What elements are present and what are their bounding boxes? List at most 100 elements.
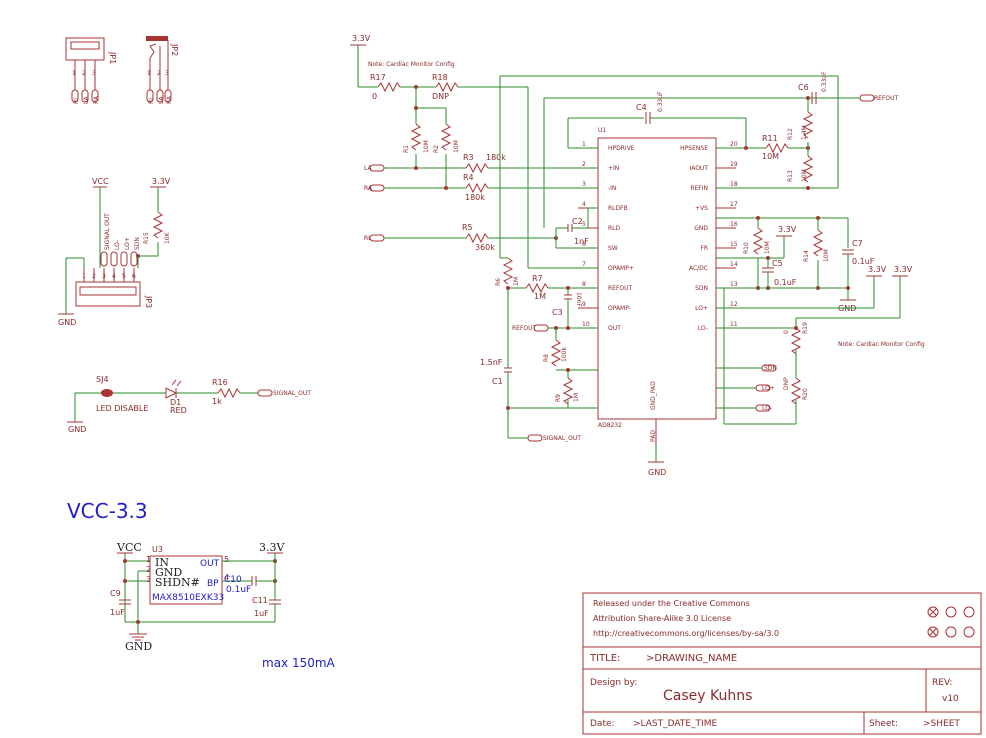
u3-pin-in: IN xyxy=(155,556,169,569)
c7-ref: C7 xyxy=(852,239,863,248)
c6-ref: C6 xyxy=(798,83,809,92)
r19-value: 0 xyxy=(783,330,790,334)
license-line-3: http://creativecommons.org/licenses/by-s… xyxy=(593,629,779,638)
ic-u1: U1 AD8232 GND_PAD PAD GND xyxy=(597,127,717,477)
hp-network: C4 0.33uF R11 10M R12 1.4M R13 10M C6 0.… xyxy=(567,71,899,190)
r5-value: 360k xyxy=(475,243,495,252)
regulator-title: VCC-3.3 xyxy=(67,499,148,523)
jp3-pin4: 4 xyxy=(112,273,116,280)
u3-pin-out: OUT xyxy=(200,559,220,569)
u3-pin2: 2 xyxy=(146,565,151,574)
r19-ref: R19 xyxy=(802,322,809,334)
jp1-net-rl: RL xyxy=(73,96,80,104)
r17-value: 0 xyxy=(372,92,377,101)
u1-pin-number: 20 xyxy=(730,141,738,148)
c9-ref: C9 xyxy=(110,589,121,598)
c3-value: 10nF xyxy=(575,292,582,307)
connector-jp2: JP2 1 2 3 RL LA RA xyxy=(146,36,179,104)
c3-ref: C3 xyxy=(552,308,563,317)
jp3-label: JP3 xyxy=(144,295,153,308)
u1-right-pins: 20HPSENSE19IAOUT18REFIN17+VS16GND15FR14A… xyxy=(680,141,738,332)
u1-pin-name: OUT xyxy=(608,325,621,332)
u1-pad-name: GND_PAD xyxy=(650,381,657,410)
u1-pin-name: HPSENSE xyxy=(680,145,708,152)
jp3-pin6: 6 xyxy=(132,273,136,280)
u1-pin-number: 16 xyxy=(730,221,738,228)
u3-pin4: 4 xyxy=(224,573,229,582)
r9-value: 1M xyxy=(573,393,580,402)
v33-label-reg: 3.3V xyxy=(259,541,285,554)
date-label: Date: xyxy=(590,719,615,729)
u1-pin-name: LO+ xyxy=(695,305,708,312)
u3-part: MAX8510EXK33 xyxy=(152,593,224,603)
r15-value: 10K xyxy=(164,231,171,244)
u1-pin-number: 1 xyxy=(582,141,586,148)
r8-value: 100k xyxy=(561,347,568,362)
c10-ref: C10 xyxy=(224,575,242,585)
c5-ref: C5 xyxy=(772,259,783,268)
r5-ref: R5 xyxy=(462,223,473,232)
u1-pin-number: 17 xyxy=(730,201,738,208)
r20-value: DNP xyxy=(783,377,790,390)
jp2-pin3: 3 xyxy=(165,70,169,77)
license-line-1: Released under the Creative Commons xyxy=(593,599,750,608)
license-line-2: Attribution Share-Alike 3.0 License xyxy=(593,614,731,623)
lo-minus-label: LO- xyxy=(762,405,772,412)
u1-pin-number: 6 xyxy=(582,241,586,248)
refout-label-top: REFOUT xyxy=(874,95,899,102)
u3-pin-shdn: SHDN# xyxy=(155,576,200,589)
r12-ref: R12 xyxy=(787,128,794,140)
r18-ref: R18 xyxy=(432,73,448,82)
gnd-label-u1: GND xyxy=(648,468,666,477)
u1-pin-name: OPAMP+ xyxy=(608,265,634,272)
u1-pin-name: REFOUT xyxy=(608,285,633,292)
c6-value: 0.33uF xyxy=(821,71,828,92)
sheet-value: >SHEET xyxy=(923,719,960,729)
lo-plus-label: LO+ xyxy=(762,385,775,392)
r15-ref: R15 xyxy=(143,232,150,244)
r1-ref: R1 xyxy=(403,145,410,153)
c1-value: 1.5nF xyxy=(480,358,503,367)
r13-ref: R13 xyxy=(787,170,794,182)
gnd-label-reg: GND xyxy=(125,640,152,653)
u1-pin-name: FR xyxy=(700,245,708,252)
jp2-net-la: LA xyxy=(158,96,165,104)
date-value: >LAST_DATE_TIME xyxy=(633,719,717,729)
r2-ref: R2 xyxy=(433,145,440,153)
u1-pin-name: RLDFB xyxy=(608,205,628,212)
r2-value: 10M xyxy=(453,140,460,153)
c5-value: 0.1uF xyxy=(774,278,797,287)
u1-pin-number: 7 xyxy=(582,261,586,268)
title-block: Released under the Creative Commons Attr… xyxy=(582,592,982,735)
u1-pin--in: 3-IN xyxy=(578,181,616,192)
u1-pin-name: +VS xyxy=(695,205,708,212)
jp3-pin1: 1 xyxy=(82,273,86,280)
jp1-pin1: 1 xyxy=(72,70,76,77)
r6-value: 1M xyxy=(513,277,520,286)
u1-pin-name: GND xyxy=(694,225,708,232)
u1-pin-number: 14 xyxy=(730,261,738,268)
u3-pin-bp: BP xyxy=(207,579,219,589)
u1-pin-number: 12 xyxy=(730,301,738,308)
jp2-pin2: 2 xyxy=(157,70,161,77)
led-section: SJ4 LED DISABLE GND D1 RED R16 1k SIGNAL… xyxy=(67,375,311,434)
jp1-label: JP1 xyxy=(108,51,117,64)
la-label: LA xyxy=(364,165,372,172)
u1-pin-number: 8 xyxy=(582,281,586,288)
jp2-net-ra: RA xyxy=(166,95,173,104)
r20-ref: R20 xyxy=(802,388,809,400)
u1-pin-number: 2 xyxy=(582,161,586,168)
signal-out-label-led: SIGNAL_OUT xyxy=(273,390,311,397)
u1-pin-name: OPAMP- xyxy=(608,305,631,312)
u3-pin3: 3 xyxy=(146,575,151,584)
supply-network: R10 10M 3.3V C5 0.1uF R14 10M C7 0.1uF G… xyxy=(716,216,925,425)
u1-pin-number: 11 xyxy=(730,321,738,328)
title-value: >DRAWING_NAME xyxy=(646,653,737,664)
